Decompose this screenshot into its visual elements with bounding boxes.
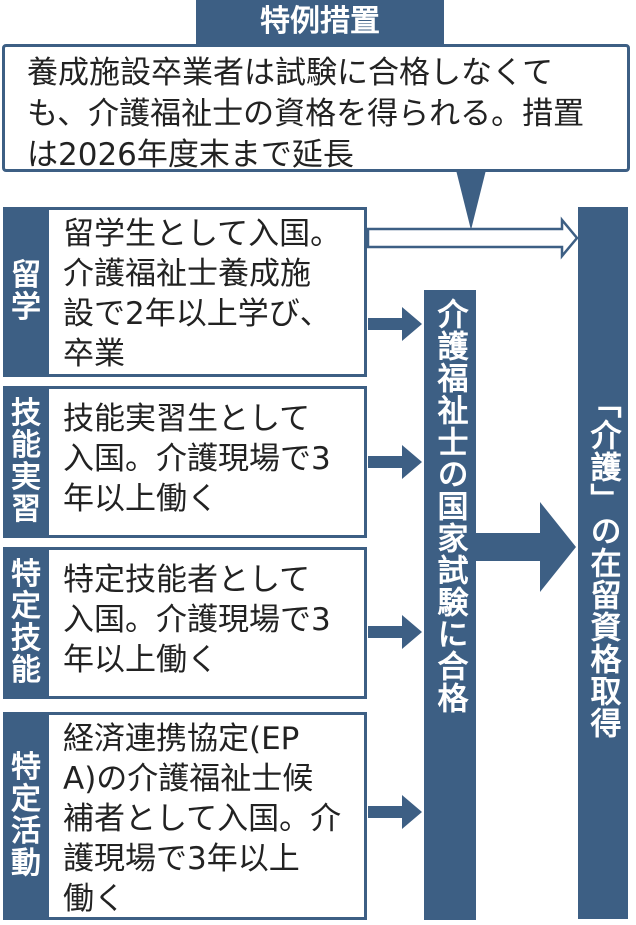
route-box-tokutei-katsudou: 経済連携協定(EP A)の介護福祉士候 補者として入国。介 護現場で3年以上 働… xyxy=(49,712,367,920)
special-measure-line: も、介護福祉士の資格を得られる。措置 xyxy=(27,96,585,132)
route-line: 留学生として入国。 xyxy=(63,216,342,252)
route-line: 働く xyxy=(63,881,125,917)
exam-pass-bar: 介護福祉士の国家試験に合格 xyxy=(424,290,476,920)
route-line: A)の介護福祉士候 xyxy=(63,761,314,797)
category-tab-tokutei-ginou: 特定技能 xyxy=(3,547,49,699)
route-box-tokutei-ginou: 特定技能者として 入国。介護現場で3 年以上働く xyxy=(49,547,367,699)
special-measure-line: は2026年度末まで延長 xyxy=(27,137,354,173)
hollow-arrow-icon xyxy=(366,216,579,260)
arrow-right-large-icon xyxy=(476,502,576,592)
route-line: 護現場で3年以上 xyxy=(63,841,300,877)
route-line: 卒業 xyxy=(63,336,125,372)
route-box-ginou-jisshu: 技能実習生として 入国。介護現場で3 年以上働く xyxy=(49,386,367,538)
arrow-right-icon xyxy=(368,615,422,649)
category-label: 特定活動 xyxy=(11,750,41,881)
arrow-right-icon xyxy=(368,445,422,479)
care-visa-status-bar: 「介護」の在留資格取得 xyxy=(578,207,628,919)
category-tab-tokutei-katsudou: 特定活動 xyxy=(3,712,49,920)
route-line: 年以上働く xyxy=(63,642,218,678)
route-line: 補者として入国。介 xyxy=(63,801,342,837)
category-label: 特定技能 xyxy=(11,557,41,688)
category-tab-ryugaku: 留学 xyxy=(3,207,49,377)
route-line: 設で2年以上学び、 xyxy=(63,296,331,332)
category-tab-ginou-jisshu: 技能実習 xyxy=(3,386,49,538)
route-line: 介護福祉士養成施 xyxy=(63,256,311,292)
special-measure-line: 養成施設卒業者は試験に合格しなくて xyxy=(27,55,554,91)
category-label: 技能実習 xyxy=(11,396,41,527)
special-measure-heading: 特例措置 xyxy=(196,0,444,44)
special-measure-box: 養成施設卒業者は試験に合格しなくて も、介護福祉士の資格を得られる。措置 は20… xyxy=(2,44,630,173)
route-box-ryugaku: 留学生として入国。 介護福祉士養成施 設で2年以上学び、 卒業 xyxy=(49,207,367,377)
route-line: 経済連携協定(EP xyxy=(63,721,300,757)
special-measure-pointer-icon xyxy=(456,170,486,230)
route-line: 技能実習生として xyxy=(63,401,311,437)
route-line: 特定技能者として xyxy=(63,562,311,598)
arrow-right-icon xyxy=(368,307,422,341)
route-line: 年以上働く xyxy=(63,481,218,517)
arrow-right-icon xyxy=(368,795,422,829)
category-label: 留学 xyxy=(11,258,41,325)
route-line: 入国。介護現場で3 xyxy=(63,441,331,477)
route-line: 入国。介護現場で3 xyxy=(63,602,331,638)
